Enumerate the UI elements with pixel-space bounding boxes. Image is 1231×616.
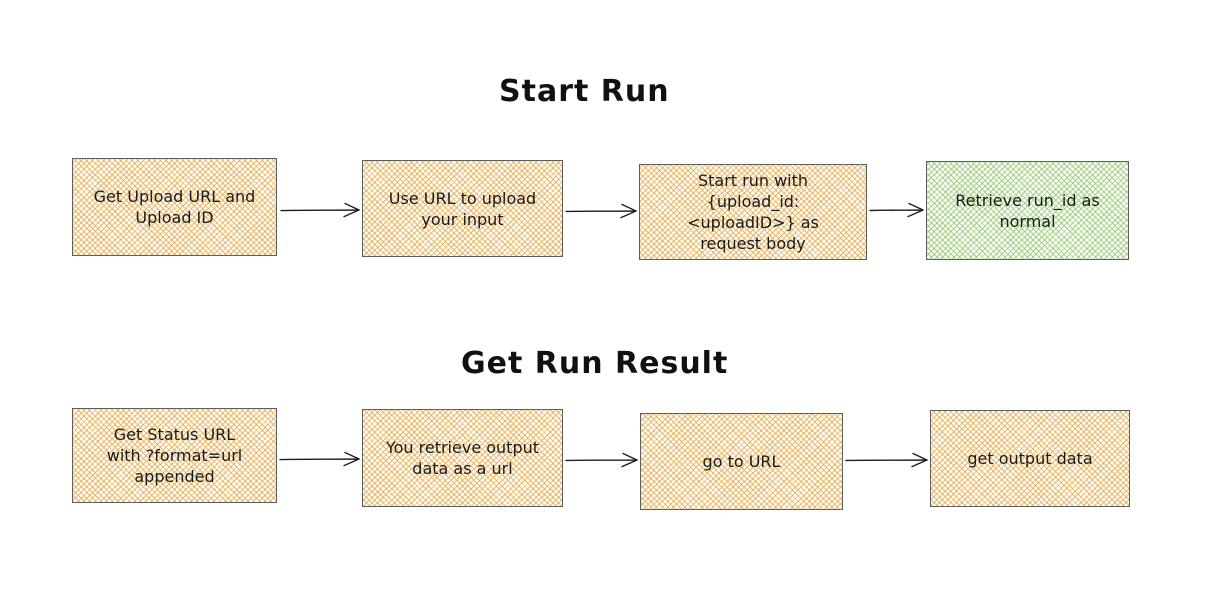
flow-node-go-to-url: go to URL [640, 413, 843, 510]
node-label: get output data [967, 449, 1093, 468]
flow-node-start-run-request: Start run with {upload_id: <uploadID>} a… [639, 164, 867, 260]
section-title-get-run-result: Get Run Result [461, 346, 729, 381]
node-label: Start run with {upload_id: <uploadID>} a… [687, 171, 819, 253]
node-label: go to URL [702, 452, 781, 471]
flow-arrow [565, 452, 638, 468]
flow-arrow [869, 202, 924, 218]
flow-node-get-upload-url: Get Upload URL and Upload ID [72, 158, 277, 256]
flow-node-retrieve-run-id: Retrieve run_id as normal [926, 161, 1129, 260]
node-label: Retrieve run_id as normal [955, 190, 1100, 231]
flow-node-retrieve-output-url: You retrieve output data as a url [362, 409, 563, 507]
section-title-start-run: Start Run [499, 74, 670, 109]
node-label: Use URL to upload your input [388, 188, 537, 229]
flow-arrow [279, 451, 360, 467]
node-label: Get Upload URL and Upload ID [93, 187, 256, 227]
flow-node-get-output-data: get output data [930, 410, 1130, 507]
node-label: Get Status URL with ?format=url appended [106, 425, 243, 486]
node-label: You retrieve output data as a url [385, 438, 540, 478]
flow-arrow [565, 203, 637, 219]
flow-node-use-url-upload: Use URL to upload your input [362, 160, 563, 257]
flow-node-get-status-url: Get Status URL with ?format=url appended [72, 408, 277, 503]
flow-arrow [280, 202, 360, 218]
flow-arrow [845, 452, 928, 468]
